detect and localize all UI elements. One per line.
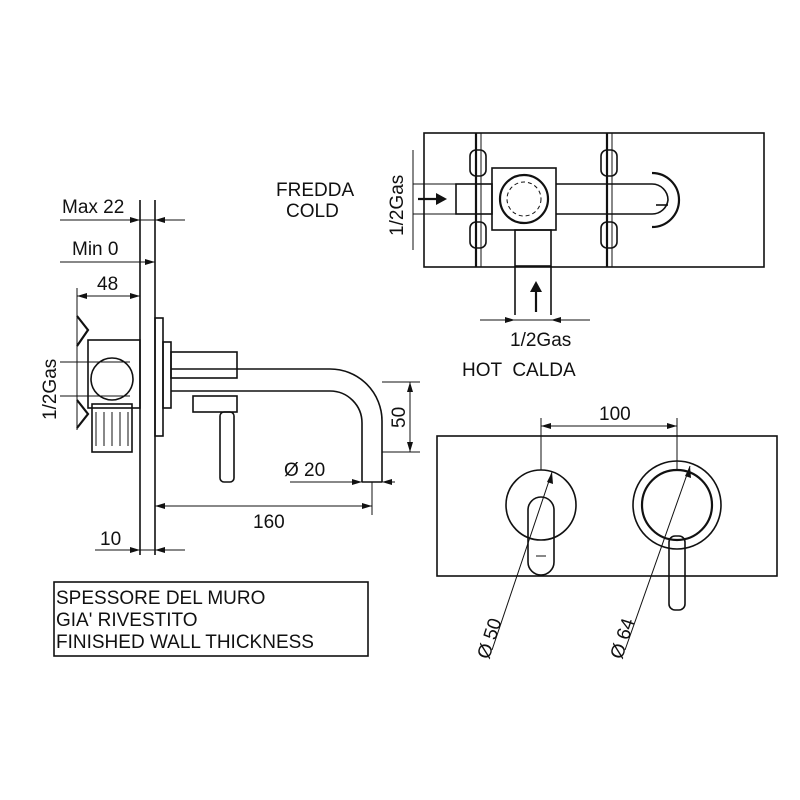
rear-left-bracket (469, 133, 487, 267)
hot-inlet-pipe (514, 229, 552, 267)
rear-valve-body (491, 167, 557, 231)
dim-160 (155, 482, 373, 515)
dim-50-label: 50 (389, 407, 410, 428)
dim-100 (540, 418, 678, 470)
max-label: Max 22 (62, 197, 124, 218)
front-plate (436, 435, 778, 577)
rear-gas-label-left: 1/2Gas (387, 175, 408, 236)
rear-gas-dim (412, 150, 456, 250)
max-dim (60, 217, 185, 223)
min-dim (60, 259, 155, 265)
min-label: Min 0 (72, 239, 118, 260)
dia-20-dim (290, 479, 395, 485)
front-view: 100 Ø 50 Ø 64 (436, 404, 778, 662)
dia-50-label: Ø 50 (474, 616, 507, 662)
dia-20-label: Ø 20 (284, 460, 325, 481)
note-line-2: GIA' RIVESTITO (56, 610, 198, 631)
rear-spout-outlet (556, 171, 681, 229)
lever-rosette (505, 469, 577, 576)
note-line-3: FINISHED WALL THICKNESS (56, 632, 314, 653)
spout-rosette (632, 460, 722, 611)
cold-inlet-pipe (455, 183, 493, 215)
rear-right-bracket (600, 133, 618, 267)
side-view: Max 22 Min 0 48 (40, 197, 420, 555)
dim-10 (95, 547, 185, 553)
side-gas-dim (60, 361, 130, 397)
side-valve-body (76, 315, 141, 453)
side-spout (171, 368, 383, 483)
dia-50-leader (491, 471, 553, 651)
dia-64-leader (624, 465, 691, 651)
wall-thickness-note: SPESSORE DEL MURO GIA' RIVESTITO FINISHE… (53, 581, 369, 657)
cold-label-en: COLD (286, 201, 339, 222)
dim-50 (382, 381, 420, 453)
dim-100-label: 100 (599, 404, 631, 425)
dim-48 (76, 288, 140, 430)
cold-arrow (418, 193, 447, 205)
rear-gas-dim-bottom (480, 317, 590, 323)
hot-arrow (530, 281, 542, 312)
note-line-1: SPESSORE DEL MURO (56, 588, 265, 609)
side-lever (170, 351, 238, 483)
hot-label: HOT CALDA (462, 360, 576, 381)
rear-view: FREDDA COLD 1/2Gas 1/2Gas HOT CALDA (276, 132, 765, 381)
dim-10-label: 10 (100, 529, 121, 550)
dim-160-label: 160 (253, 512, 285, 533)
dia-64-label: Ø 64 (607, 615, 640, 661)
side-gas-label: 1/2Gas (40, 359, 61, 420)
rear-valve-ring (498, 173, 550, 225)
rear-gas-label-bottom: 1/2Gas (510, 330, 571, 351)
dim-48-label: 48 (97, 274, 118, 295)
side-wall-plate (154, 317, 164, 437)
cold-label-it: FREDDA (276, 180, 354, 201)
